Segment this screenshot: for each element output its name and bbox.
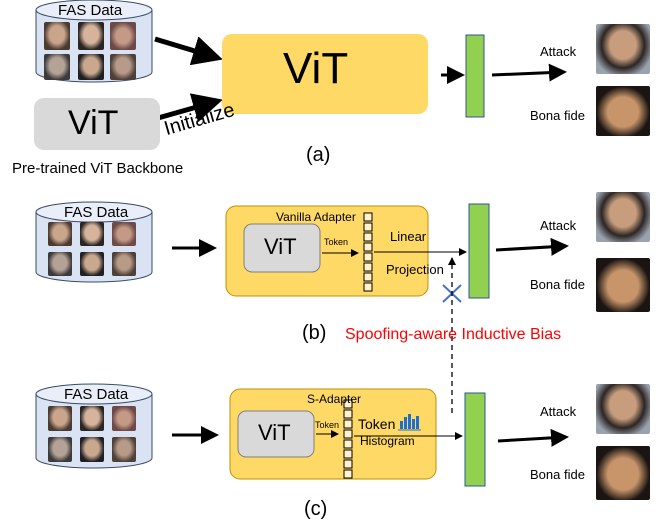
attack-label-a: Attack	[540, 44, 577, 59]
face-thumb	[112, 406, 136, 431]
face-thumb	[80, 222, 104, 246]
attack-label-c: Attack	[540, 404, 577, 419]
token-histogram-label-1: Token	[358, 416, 396, 432]
histogram-icon	[398, 414, 421, 431]
panel-label-c: (c)	[304, 498, 328, 520]
arrow-init-to-vit-a	[157, 93, 223, 123]
vit-label-c: ViT	[258, 420, 291, 445]
attack-face-b	[596, 192, 650, 242]
bona-fide-face-c	[596, 446, 650, 500]
classifier-head-a	[465, 34, 485, 118]
token-stack-c	[343, 399, 353, 479]
token-label-b: Token	[324, 237, 349, 247]
face-thumb	[44, 54, 70, 80]
face-thumb	[80, 406, 104, 431]
pretrained-caption: Pre-trained ViT Backbone	[12, 160, 184, 177]
face-thumb	[112, 252, 136, 276]
attack-label-b: Attack	[540, 218, 577, 233]
face-thumb	[110, 22, 136, 50]
face-thumb	[44, 22, 70, 50]
face-thumb	[80, 252, 104, 276]
s-adapter-title: S-Adapter	[307, 392, 362, 406]
token-stack-b	[363, 212, 373, 292]
arrow-head-to-output-b	[495, 237, 569, 256]
database-label-a: FAS Data	[58, 2, 123, 19]
arrow-data-to-vit-a	[154, 36, 223, 66]
panel-label-a: (a)	[306, 144, 331, 166]
bona-fide-label-c: Bona fide	[530, 467, 585, 482]
face-thumb	[80, 437, 104, 462]
bona-fide-face-a	[596, 86, 650, 136]
panel-label-b: (b)	[302, 322, 327, 344]
linear-projection-label-1: Linear	[390, 229, 427, 244]
bona-fide-label-b: Bona fide	[530, 277, 585, 292]
attack-face-c	[596, 384, 650, 434]
linear-projection-label-2: Projection	[386, 262, 444, 277]
token-label-c: Token	[315, 420, 340, 430]
face-thumb	[48, 252, 72, 276]
bona-fide-label-a: Bona fide	[530, 108, 585, 123]
token-histogram-label-2: Histogram	[360, 434, 415, 448]
attack-face-a	[596, 24, 650, 74]
face-thumb	[112, 222, 136, 246]
vit-block-c	[237, 410, 315, 458]
database-label-b: FAS Data	[64, 204, 129, 221]
vit-label-a: ViT	[283, 44, 349, 93]
vanilla-adapter-title: Vanilla Adapter	[276, 210, 356, 224]
inductive-bias-label: Spoofing-aware Inductive Bias	[345, 326, 562, 343]
face-thumb	[48, 406, 72, 431]
database-label-c: FAS Data	[64, 386, 129, 403]
vit-block-a	[222, 34, 428, 114]
vit-block-b	[243, 223, 321, 273]
arrow-head-to-output-a	[491, 63, 567, 82]
arrow-head-to-output-c	[497, 428, 569, 447]
face-thumb	[48, 437, 72, 462]
pretrained-vit-label: ViT	[68, 104, 119, 142]
face-thumb	[78, 22, 104, 50]
vit-label-b: ViT	[264, 234, 297, 259]
face-thumb	[78, 54, 104, 80]
face-thumb	[112, 437, 136, 462]
pretrained-vit-box	[34, 98, 160, 150]
bona-fide-face-b	[596, 258, 650, 312]
classifier-head-c	[464, 392, 486, 487]
classifier-head-b	[468, 203, 490, 299]
face-thumb	[110, 54, 136, 80]
face-thumb	[48, 222, 72, 246]
